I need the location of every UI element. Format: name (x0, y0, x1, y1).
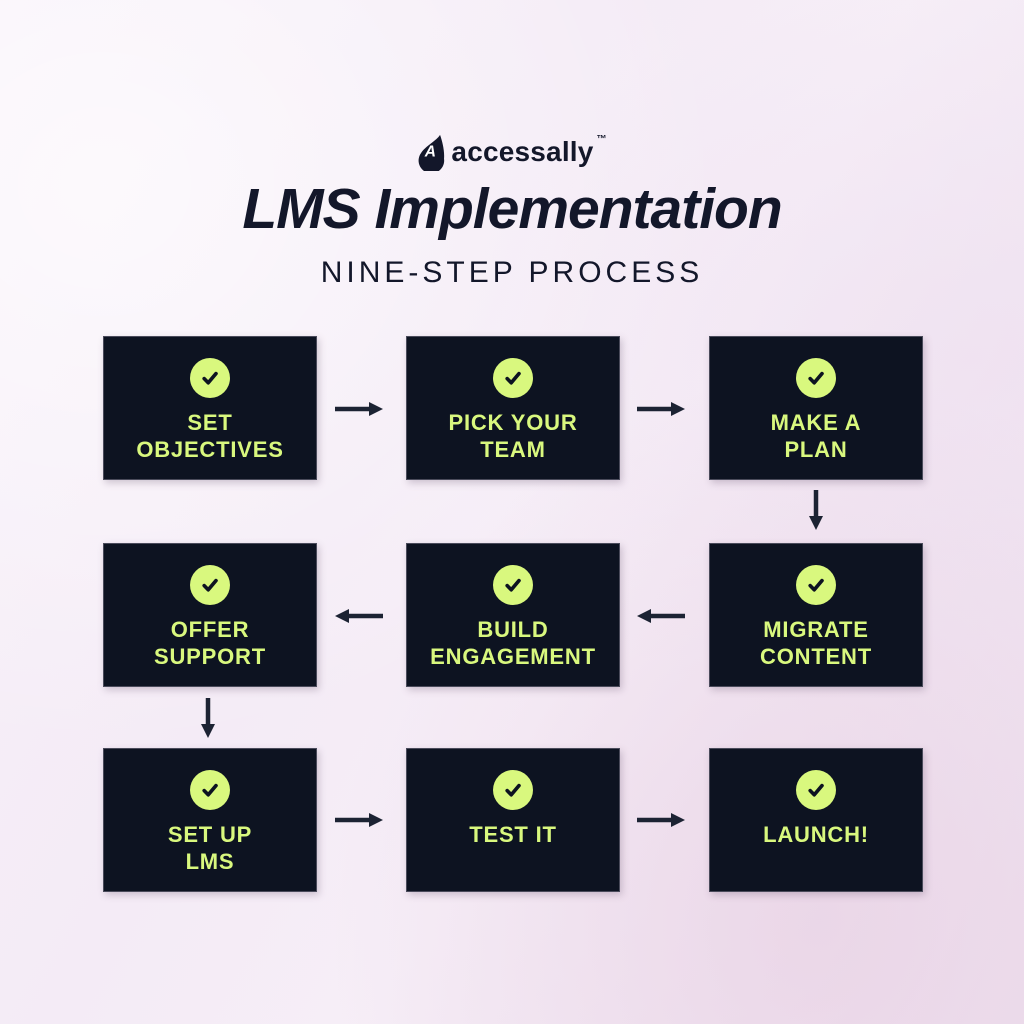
page-subtitle: NINE-STEP PROCESS (320, 256, 704, 289)
check-circle-icon (796, 565, 836, 605)
step-card-set-up-lms: SET UP LMS (103, 748, 317, 892)
arrow-down-icon (199, 697, 217, 739)
arrow-down-icon (807, 489, 825, 531)
page-title: LMS Implementation (242, 177, 782, 241)
arrow-right-icon (334, 400, 384, 418)
step-label: LAUNCH! (763, 822, 869, 847)
step-label: SET UP LMS (167, 822, 253, 874)
check-circle-icon (190, 358, 230, 398)
check-circle-icon (190, 565, 230, 605)
droplet-icon: A (417, 134, 448, 171)
brand-logo: A accessally ™ (0, 128, 1024, 176)
trademark-symbol: ™ (596, 134, 607, 145)
arrow-left-icon (334, 607, 384, 625)
step-card-build-engagement: BUILD ENGAGEMENT (406, 543, 620, 687)
step-label: MIGRATE CONTENT (760, 617, 872, 669)
check-circle-icon (796, 770, 836, 810)
arrow-left-icon (636, 607, 686, 625)
check-circle-icon (493, 565, 533, 605)
step-card-test-it: TEST IT (406, 748, 620, 892)
check-circle-icon (796, 358, 836, 398)
step-label: MAKE A PLAN (770, 410, 862, 462)
svg-text:A: A (424, 143, 436, 160)
arrow-right-icon (334, 811, 384, 829)
step-card-make-a-plan: MAKE A PLAN (709, 336, 923, 480)
step-card-migrate-content: MIGRATE CONTENT (709, 543, 923, 687)
step-card-pick-your-team: PICK YOUR TEAM (406, 336, 620, 480)
check-circle-icon (493, 358, 533, 398)
step-label: BUILD ENGAGEMENT (430, 617, 596, 669)
check-circle-icon (190, 770, 230, 810)
step-card-offer-support: OFFER SUPPORT (103, 543, 317, 687)
step-card-set-objectives: SET OBJECTIVES (103, 336, 317, 480)
brand-name: accessally (451, 136, 594, 167)
step-label: SET OBJECTIVES (136, 410, 284, 462)
arrow-right-icon (636, 400, 686, 418)
arrow-right-icon (636, 811, 686, 829)
step-label: OFFER SUPPORT (154, 617, 266, 669)
check-circle-icon (493, 770, 533, 810)
step-card-launch: LAUNCH! (709, 748, 923, 892)
step-label: PICK YOUR TEAM (448, 410, 578, 462)
step-label: TEST IT (469, 822, 557, 847)
